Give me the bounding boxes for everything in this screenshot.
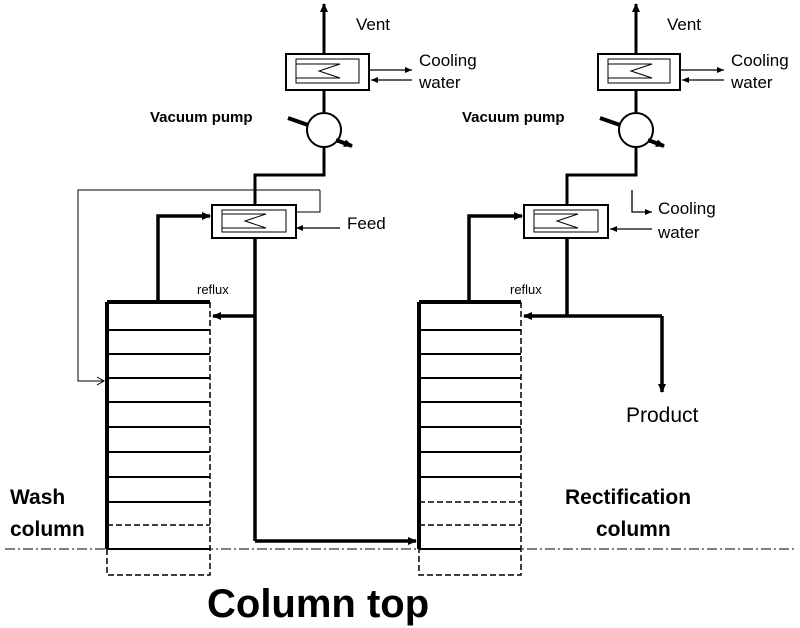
cooling-label-left-1: Cooling bbox=[419, 51, 477, 70]
rectification-column-label-2: column bbox=[596, 518, 671, 541]
wash-reflux-line bbox=[156, 212, 211, 302]
feed-label: Feed bbox=[347, 214, 386, 233]
rectification-column-label-1: Rectification bbox=[565, 486, 691, 509]
rectification-column bbox=[417, 300, 522, 576]
rectification-piping bbox=[467, 3, 724, 393]
cooling-label-mid-1: Cooling bbox=[658, 199, 716, 218]
vacuum-pump-label-left: Vacuum pump bbox=[150, 109, 253, 126]
rectification-overhead-cooler bbox=[597, 53, 681, 91]
wash-column-label-1: Wash bbox=[10, 486, 65, 509]
column-top-title: Column top bbox=[207, 582, 429, 626]
wash-piping bbox=[77, 3, 417, 545]
wash-overhead-cooler bbox=[285, 53, 370, 91]
cooling-label-mid-2: water bbox=[657, 223, 700, 242]
wash-column-label-2: column bbox=[10, 518, 85, 541]
vent-label-right: Vent bbox=[667, 15, 701, 34]
rectification-reflux-line bbox=[467, 212, 523, 302]
wash-condenser bbox=[211, 204, 297, 239]
rectification-column-below-top bbox=[418, 548, 522, 576]
wash-column bbox=[105, 300, 211, 576]
wash-vacuum-pump-icon bbox=[287, 112, 353, 148]
reflux-label-left: reflux bbox=[197, 282, 229, 297]
rectification-column-trays bbox=[419, 329, 521, 478]
cooling-label-right-1: Cooling bbox=[731, 51, 789, 70]
rectification-condenser bbox=[523, 204, 609, 239]
wash-column-below-top bbox=[106, 548, 211, 576]
rectification-vacuum-pump-icon bbox=[599, 112, 665, 148]
product-label: Product bbox=[626, 404, 699, 427]
vent-label-left: Vent bbox=[356, 15, 390, 34]
vacuum-pump-label-right: Vacuum pump bbox=[462, 109, 565, 126]
reflux-label-right: reflux bbox=[510, 282, 542, 297]
cooling-label-left-2: water bbox=[418, 73, 461, 92]
cooling-label-right-2: water bbox=[730, 73, 773, 92]
wash-column-trays bbox=[107, 329, 210, 503]
recycle-line bbox=[293, 190, 321, 213]
